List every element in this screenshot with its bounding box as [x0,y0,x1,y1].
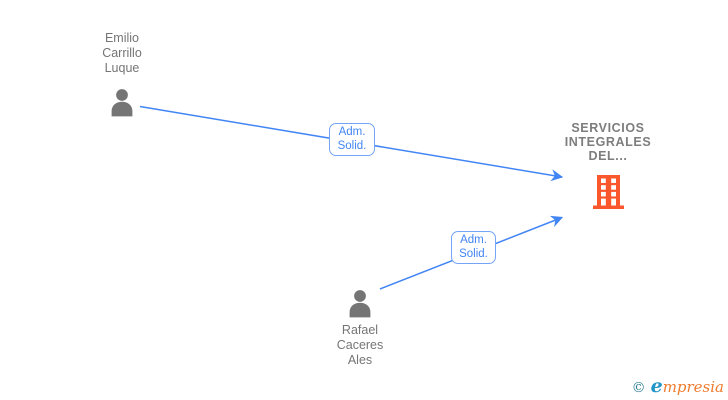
edge-label-adm-solid-2: Adm. Solid. [451,231,496,264]
person-icon [349,290,371,318]
company-name-line: SERVICIOS [571,121,645,135]
copyright-icon: © [631,380,646,396]
empresia-watermark: © e mpresia [632,375,724,397]
person-icon [111,89,133,117]
edge-label-line: Adm. [460,234,487,246]
edge-label-line: Solid. [337,139,367,152]
empresia-logo-text: mpresia [662,378,724,396]
person-name-line: Carrillo [102,46,142,60]
person-name-line: Caceres [336,338,384,352]
building-icon[interactable] [593,175,624,209]
person-icon-rafael[interactable] [344,288,376,320]
empresia-logo-initial: e [650,375,663,397]
person-name-line: Rafael [341,323,379,337]
person-name-line: Ales [347,353,373,367]
company-name-line: INTEGRALES [564,135,652,149]
person-icon-emilio[interactable] [106,87,138,119]
company-label[interactable]: SERVICIOS INTEGRALES DEL... [546,121,670,163]
edge-label-adm-solid-1: Adm. Solid. [329,123,375,156]
person-name-line: Emilio [104,31,140,45]
person-name-line: Luque [104,61,140,75]
person-label-emilio-carrillo-luque[interactable]: Emilio Carrillo Luque [60,31,184,76]
person-label-rafael-caceres-ales[interactable]: Rafael Caceres Ales [298,323,422,368]
company-name-line: DEL... [588,149,628,163]
edge-label-line: Solid. [459,247,488,260]
edge-label-line: Adm. [338,126,366,138]
building-icon-glyph [593,175,624,209]
